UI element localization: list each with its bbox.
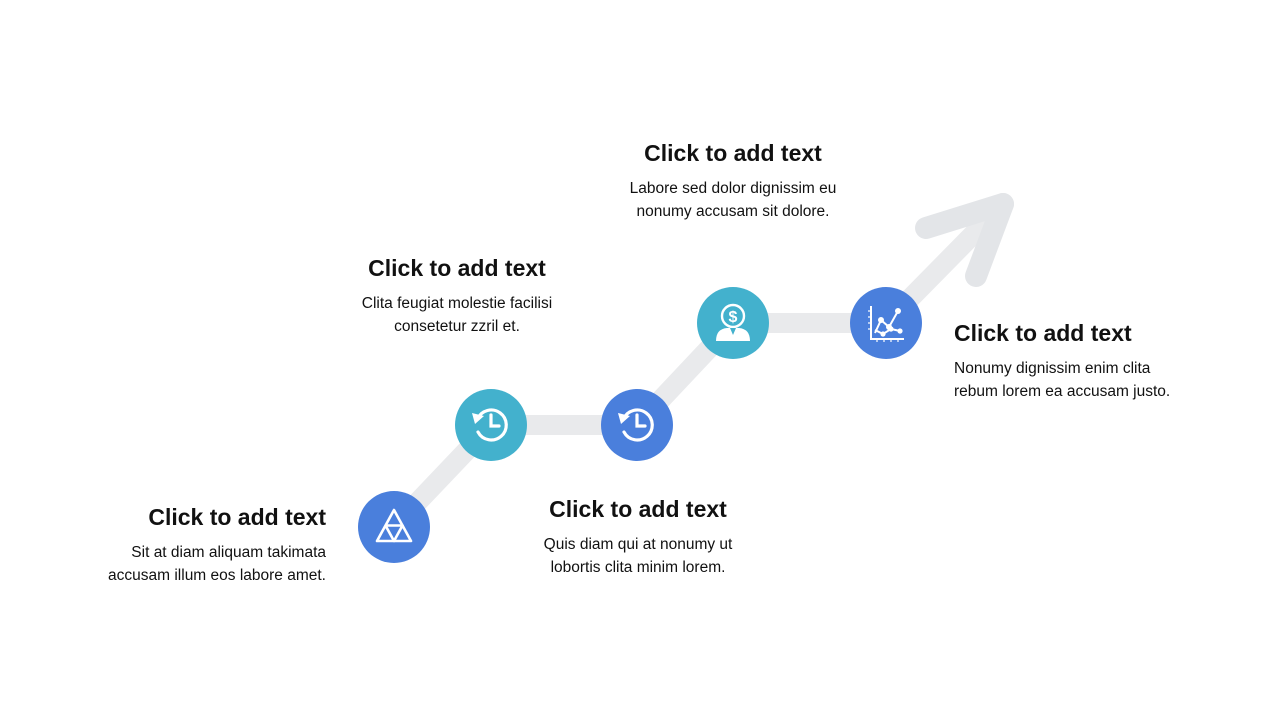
step-1-node	[358, 491, 430, 563]
step-2-text: Click to add text Clita feugiat molestie…	[327, 254, 587, 338]
step-1-text: Click to add text Sit at diam aliquam ta…	[66, 503, 326, 587]
step-2-title[interactable]: Click to add text	[368, 255, 546, 281]
triangle-icon	[375, 508, 413, 543]
svg-text:$: $	[729, 309, 738, 326]
step-4-description[interactable]: Labore sed dolor dignissim eu nonumy acc…	[629, 180, 837, 220]
arrow-head	[915, 193, 1014, 287]
step-2-description[interactable]: Clita feugiat molestie facilisi consetet…	[361, 295, 553, 335]
track-line	[384, 194, 1013, 537]
step-3-text: Click to add text Quis diam qui at nonum…	[508, 495, 768, 579]
step-3-title[interactable]: Click to add text	[549, 496, 727, 522]
step-4-text: Click to add text Labore sed dolor digni…	[603, 139, 863, 223]
step-5-text: Click to add text Nonumy dignissim enim …	[954, 319, 1214, 403]
step-5-description[interactable]: Nonumy dignissim enim clita rebum lorem …	[954, 360, 1171, 400]
line-chart-icon	[868, 306, 904, 342]
step-2-node	[455, 389, 527, 461]
step-4-node: $	[697, 287, 769, 359]
step-1-description[interactable]: Sit at diam aliquam takimata accusam ill…	[108, 544, 326, 584]
step-4-title[interactable]: Click to add text	[644, 140, 822, 166]
step-3-description[interactable]: Quis diam qui at nonumy ut lobortis clit…	[543, 536, 733, 576]
step-5-node	[850, 287, 922, 359]
dollar-person-icon: $	[716, 303, 750, 341]
step-3-node	[601, 389, 673, 461]
step-5-title[interactable]: Click to add text	[954, 320, 1132, 346]
history-icon	[472, 408, 508, 442]
history-icon	[618, 408, 654, 442]
step-1-title[interactable]: Click to add text	[148, 504, 326, 530]
